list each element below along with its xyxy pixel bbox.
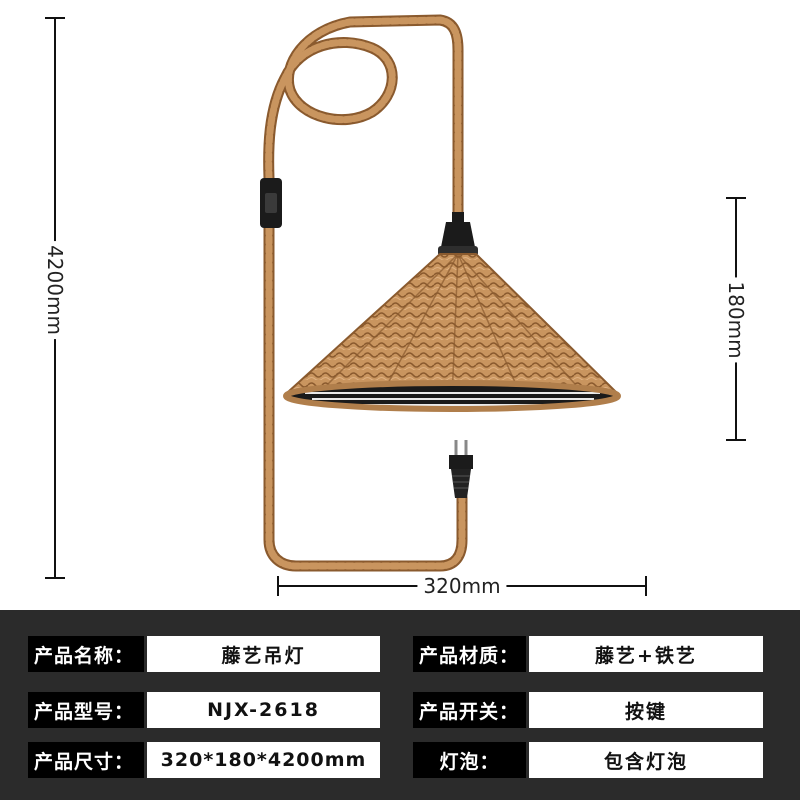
- spec-label-product-name: 产品名称：: [28, 636, 144, 672]
- spec-panel: 产品名称： 藤艺吊灯 产品型号： NJX-2618 产品尺寸： 320*180*…: [0, 610, 800, 800]
- product-illustration: [45, 14, 746, 596]
- spec-value-material: 藤艺+铁艺: [529, 636, 763, 672]
- shade-height-label: 180mm: [724, 277, 748, 363]
- shade-width-label: 320mm: [417, 574, 507, 598]
- lamp-socket-icon: [438, 212, 478, 256]
- spec-value-product-name: 藤艺吊灯: [147, 636, 380, 672]
- spec-label-bulb: 灯泡：: [413, 742, 526, 778]
- spec-label-switch: 产品开关：: [413, 692, 526, 728]
- inline-switch-icon: [260, 178, 282, 228]
- spec-label-size: 产品尺寸：: [28, 742, 144, 778]
- spec-value-model: NJX-2618: [147, 692, 380, 728]
- spec-value-bulb: 包含灯泡: [529, 742, 763, 778]
- spec-value-size: 320*180*4200mm: [147, 742, 380, 778]
- spec-value-switch: 按键: [529, 692, 763, 728]
- spec-label-model: 产品型号：: [28, 692, 144, 728]
- rattan-lamp-shade-icon: [283, 253, 621, 412]
- braided-cord-icon: [263, 14, 468, 572]
- total-height-label: 4200mm: [43, 241, 67, 339]
- spec-label-material: 产品材质：: [413, 636, 526, 672]
- power-plug-icon: [449, 440, 473, 498]
